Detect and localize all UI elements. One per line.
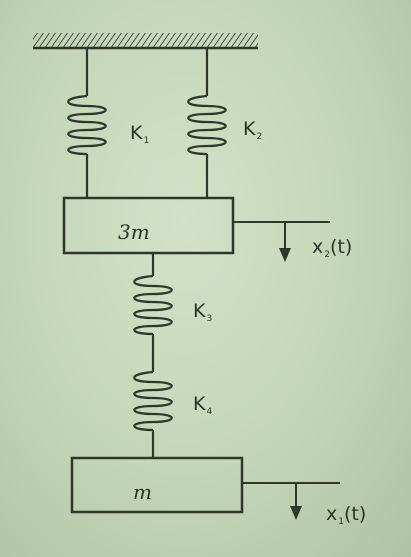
spring-label-k4: K4: [193, 393, 213, 417]
spring-k1: [67, 48, 107, 198]
displacement-label-x1: x1(t): [326, 503, 367, 527]
spring-label-k2: K2: [243, 118, 263, 142]
spring-label-k1: K1: [130, 122, 150, 146]
spring-k3: [133, 253, 173, 366]
displacement-arrow-x1: [290, 483, 302, 520]
spring-k4: [133, 366, 173, 458]
displacement-arrow-x2: [279, 222, 291, 262]
mass-block-m: [70, 456, 340, 514]
mass-label-3m: 3m: [118, 220, 150, 244]
fixed-ceiling: [33, 33, 258, 50]
mass-block-3m: [62, 196, 330, 255]
mass-label-m: m: [133, 480, 152, 504]
spring-label-k3: K3: [193, 300, 213, 324]
displacement-label-x2: x2(t): [312, 236, 353, 260]
spring-k2: [187, 48, 227, 198]
